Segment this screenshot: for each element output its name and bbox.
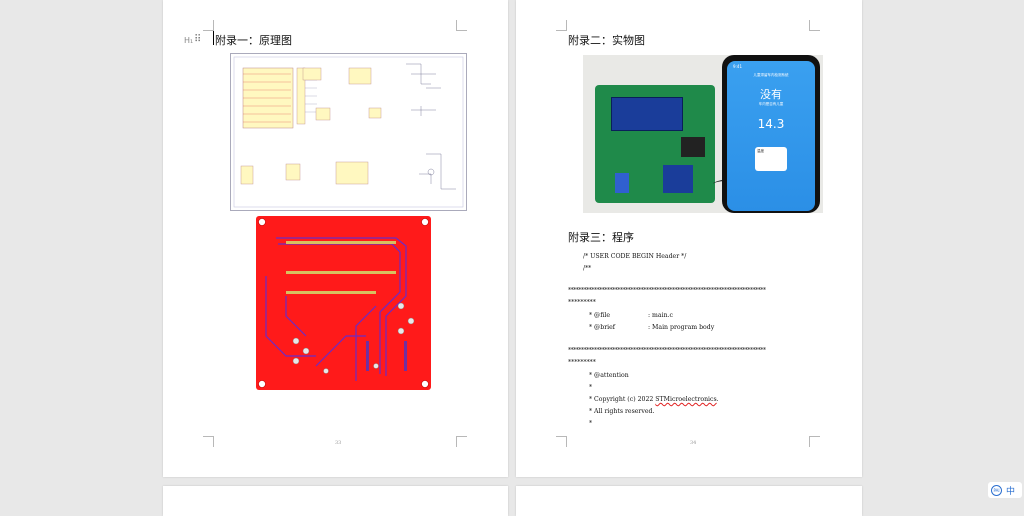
pcb-layout-image[interactable] xyxy=(256,216,431,390)
appendix-1-heading[interactable]: 附录一：原理图 xyxy=(215,34,292,47)
schematic-image[interactable] xyxy=(230,53,467,211)
page-number: 33 xyxy=(335,440,342,446)
document-page-34: 附录二：实物图 9:41 儿童滞留车内检测系统 没有 车内是否有儿童 14.3 … xyxy=(516,0,862,477)
crop-mark xyxy=(456,20,467,31)
phone: 9:41 儿童滞留车内检测系统 没有 车内是否有儿童 14.3 温度 xyxy=(722,55,820,213)
code-star-rule: ****************************************… xyxy=(568,347,766,354)
mcu-board xyxy=(611,97,683,131)
code-line-blank-2[interactable]: * xyxy=(589,420,593,427)
phone-value: 14.3 xyxy=(757,117,785,131)
text-cursor xyxy=(213,31,214,45)
crop-mark xyxy=(203,436,214,447)
page-number: 34 xyxy=(690,440,697,446)
code-line-copyright[interactable]: * Copyright (c) 2022 STMicroelectronics. xyxy=(589,396,719,403)
crop-mark xyxy=(809,20,820,31)
code-line-rights[interactable]: * All rights reserved. xyxy=(589,408,655,415)
pcb-drawing xyxy=(258,218,429,388)
sensor-module xyxy=(663,165,693,193)
code-line-brief-tag[interactable]: * @brief xyxy=(589,324,616,331)
copyright-period: . xyxy=(716,396,719,403)
code-line-blank-1[interactable]: * xyxy=(589,384,593,391)
schematic-drawing xyxy=(233,56,464,208)
code-line-file-tag[interactable]: * @file xyxy=(589,312,611,319)
spellcheck-word[interactable]: STMicroelectronics xyxy=(655,396,717,403)
document-page-33: H₁ ⠿ 附录一：原理图 xyxy=(163,0,508,477)
code-line-2[interactable]: /** xyxy=(583,265,592,272)
code-line-3[interactable]: ********* xyxy=(568,299,596,306)
appendix-3-heading[interactable]: 附录三：程序 xyxy=(568,231,634,244)
crop-mark xyxy=(456,436,467,447)
code-line-1[interactable]: /* USER CODE BEGIN Header */ xyxy=(583,253,687,260)
code-line-attention[interactable]: * @attention xyxy=(589,372,629,379)
relay-module xyxy=(615,173,629,193)
crop-mark xyxy=(203,20,214,31)
appendix-2-heading[interactable]: 附录二：实物图 xyxy=(568,34,645,47)
code-line-brief-value[interactable]: : Main program body xyxy=(648,324,715,331)
crop-mark xyxy=(556,436,567,447)
phone-card-label: 温度 xyxy=(757,149,764,153)
phone-status-big: 没有 xyxy=(760,88,782,101)
code-line-8[interactable]: ********* xyxy=(568,359,596,366)
code-line-file-value[interactable]: : main.c xyxy=(648,312,674,319)
ime-language-label: 中 xyxy=(1006,486,1016,497)
dark-module xyxy=(681,137,705,157)
phone-status-time: 9:41 xyxy=(733,64,742,69)
document-page-36 xyxy=(516,486,862,516)
phone-status-sub: 车内是否有儿童 xyxy=(758,102,784,106)
phone-card: 温度 xyxy=(755,147,787,171)
document-page-35 xyxy=(163,486,508,516)
crop-mark xyxy=(556,20,567,31)
copyright-text: * Copyright (c) 2022 xyxy=(589,396,656,403)
heading-level-marker[interactable]: H₁ xyxy=(184,36,194,45)
drag-handle-icon[interactable]: ⠿ xyxy=(194,34,202,45)
hardware-photo[interactable]: 9:41 儿童滞留车内检测系统 没有 车内是否有儿童 14.3 温度 xyxy=(583,55,823,213)
crop-mark xyxy=(809,436,820,447)
phone-app-title: 儿童滞留车内检测系统 xyxy=(753,73,789,77)
ime-indicator[interactable]: PAI 中 xyxy=(988,482,1022,498)
code-star-rule: ****************************************… xyxy=(568,287,766,294)
phone-screen: 9:41 儿童滞留车内检测系统 没有 车内是否有儿童 14.3 温度 xyxy=(727,61,815,211)
ime-logo-icon: PAI xyxy=(991,484,1002,496)
